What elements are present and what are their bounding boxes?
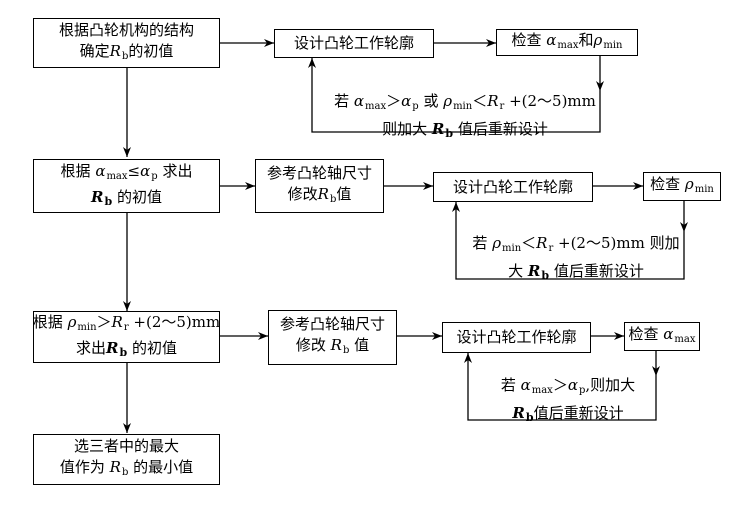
loop-row3: [464, 353, 657, 421]
loop-row2: [452, 202, 685, 280]
node-b9: 参考凸轮轴尺寸 修改 Rb 值: [268, 310, 397, 365]
node-b12: 选三者中的最大 值作为 Rb 的最小值: [33, 434, 220, 485]
node-b8: 根据 ρmin＞Rr +(2～5)mm 求出Rb 的初值: [33, 311, 220, 363]
loop-row1: [308, 58, 601, 133]
node-b2: 设计凸轮工作轮廓: [274, 29, 434, 58]
node-b5: 参考凸轮轴尺寸 修改Rb值: [255, 159, 384, 213]
node-b3: 检查 αmax和ρmin: [496, 29, 638, 56]
node-b1: 根据凸轮机构的结构 确定Rb的初值: [33, 18, 220, 68]
note-row3: 若 αmax＞αp,则加大 Rb值后重新设计: [500, 376, 636, 424]
node-b7: 检查 ρmin: [643, 172, 721, 201]
node-b6: 设计凸轮工作轮廓: [433, 172, 593, 202]
note-row2: 若 ρmin＜Rr +(2～5)mm 则加 大 Rb 值后重新设计: [472, 234, 680, 282]
node-b4: 根据 αmax≤αp 求出 Rb 的初值: [33, 159, 220, 213]
node-b11: 检查 αmax: [624, 322, 700, 351]
note-row1: 若 αmax＞αp 或 ρmin＜Rr +(2～5)mm 则加大 Rb 值后重新…: [334, 92, 596, 140]
node-b10: 设计凸轮工作轮廓: [442, 322, 591, 353]
